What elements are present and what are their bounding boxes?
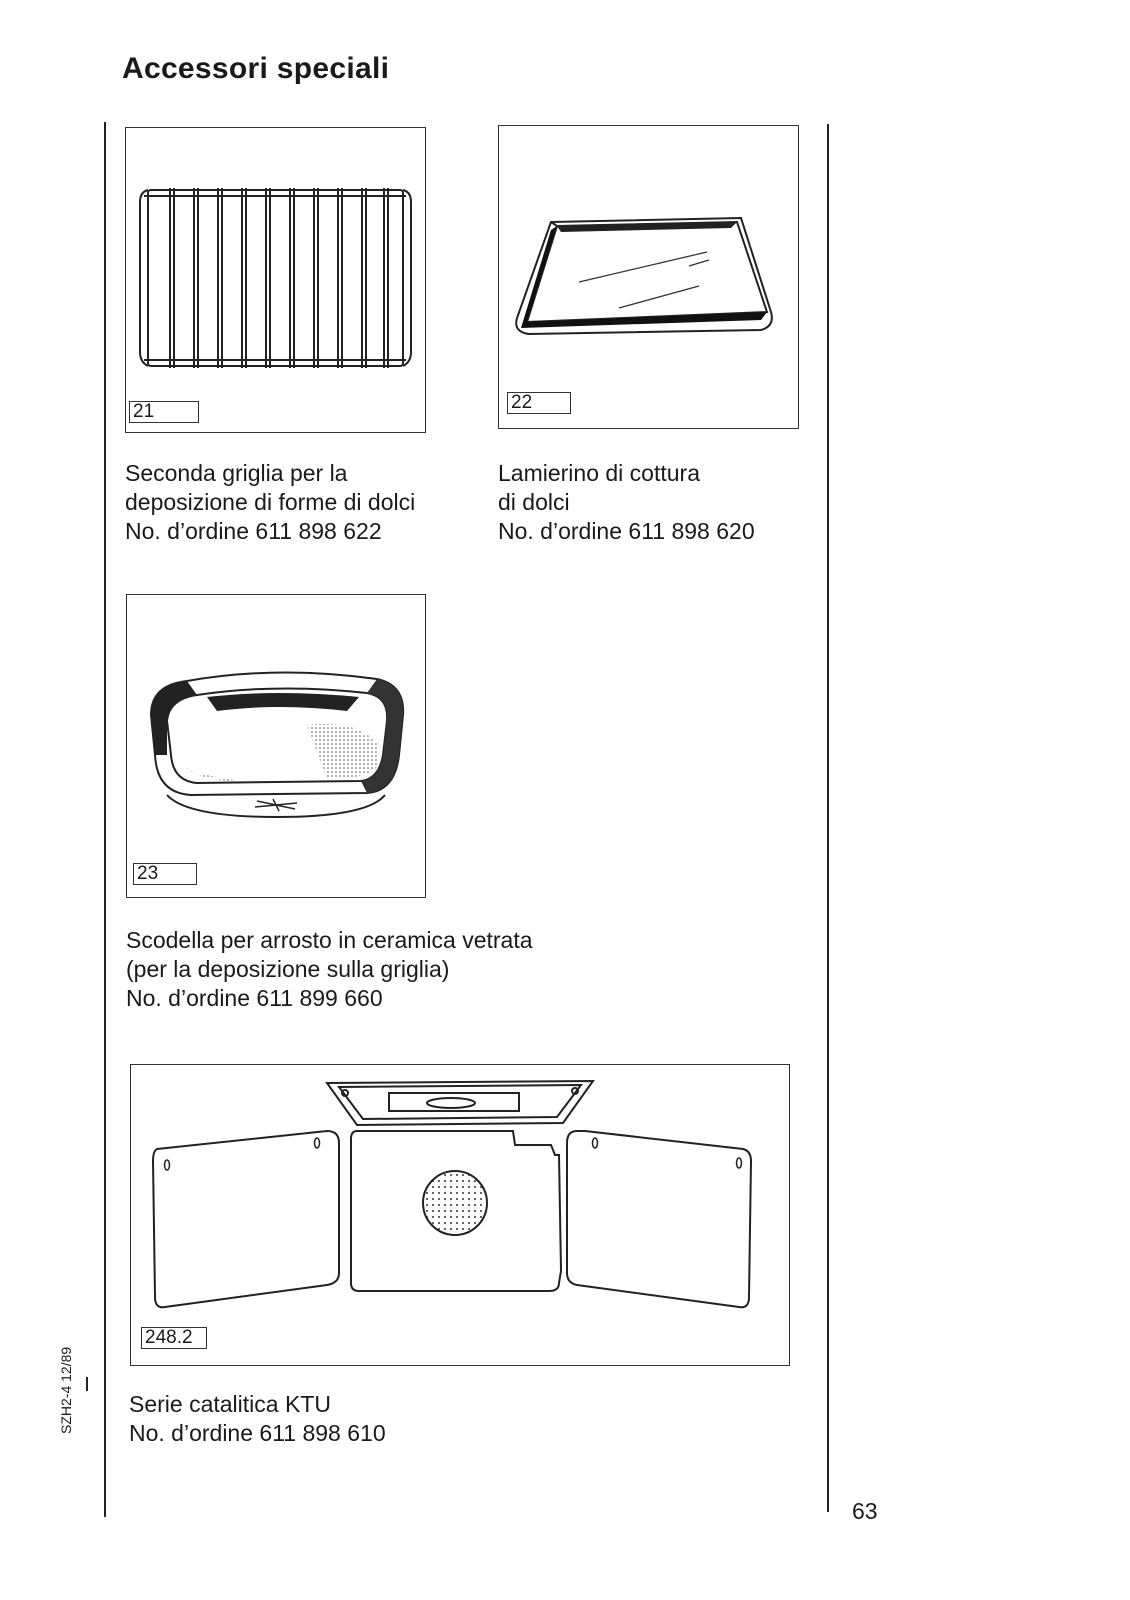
figure-number-badge: 23 — [133, 863, 197, 885]
catalytic-panels-illustration — [151, 1079, 753, 1309]
caption-line: Seconda griglia per la — [125, 460, 348, 486]
caption-line: No. d’ordine 611 898 610 — [129, 1420, 386, 1446]
figure-22-frame: 22 — [498, 125, 799, 429]
page-title: Accessori speciali — [122, 52, 390, 85]
baking-tray-illustration — [515, 216, 773, 336]
page-number: 63 — [852, 1498, 878, 1524]
caption-line: No. d’ordine 611 898 622 — [125, 518, 382, 544]
figure-number-badge: 22 — [507, 392, 571, 414]
roasting-dish-illustration — [149, 671, 405, 819]
caption-line: Serie catalitica KTU — [129, 1391, 331, 1417]
figure-21-frame: 21 — [125, 127, 426, 433]
figure-248-2-frame: 248.2 — [130, 1064, 790, 1366]
caption-line: di dolci — [498, 489, 570, 515]
figure-248-2-caption: Serie catalitica KTU No. d’ordine 611 89… — [129, 1390, 386, 1448]
figure-number-badge: 21 — [129, 401, 199, 423]
caption-line: No. d’ordine 611 899 660 — [126, 985, 383, 1011]
left-margin-rule — [104, 122, 106, 1517]
wire-rack-illustration — [139, 188, 412, 368]
caption-line: Scodella per arrosto in ceramica vetrata — [126, 927, 533, 953]
caption-line: No. d’ordine 611 898 620 — [498, 518, 755, 544]
document-code: SZH2-4 12/89 — [58, 1346, 74, 1434]
figure-number-badge: 248.2 — [141, 1327, 207, 1349]
figure-22-caption: Lamierino di cottura di dolci No. d’ordi… — [498, 459, 755, 546]
caption-line: Lamierino di cottura — [498, 460, 700, 486]
right-margin-rule — [827, 124, 829, 1512]
figure-23-frame: 23 — [126, 594, 426, 898]
side-code-dash — [86, 1377, 88, 1391]
figure-21-caption: Seconda griglia per la deposizione di fo… — [125, 459, 415, 546]
figure-23-caption: Scodella per arrosto in ceramica vetrata… — [126, 926, 533, 1013]
caption-line: deposizione di forme di dolci — [125, 489, 416, 515]
caption-line: (per la deposizione sulla griglia) — [126, 956, 450, 982]
